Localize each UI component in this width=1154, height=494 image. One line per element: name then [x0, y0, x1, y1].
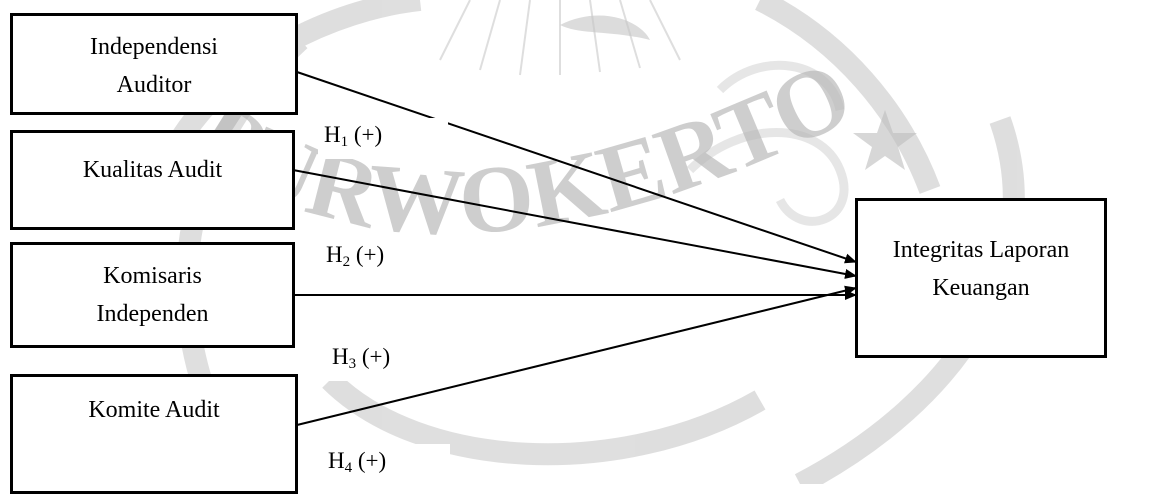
variable-box-integritas-laporan-keuangan: Integritas Laporan Keuangan: [855, 198, 1107, 358]
variable-label-line: Auditor: [116, 72, 192, 98]
variable-label-line: Komisaris: [103, 263, 202, 289]
variable-label-line: Kualitas Audit: [82, 157, 223, 183]
arrow-layer: [292, 71, 857, 426]
variable-label-line: Independensi: [90, 34, 218, 60]
arrow-h4: [296, 285, 857, 426]
variable-label-line: Komite Audit: [88, 397, 220, 423]
variable-box-komisaris-independen: Komisaris Independen: [10, 242, 295, 348]
variable-label-line: Independen: [96, 301, 209, 327]
arrow-h2: [292, 169, 857, 279]
variable-box-kualitas-audit: Kualitas Audit: [10, 130, 295, 230]
variable-box-independensi-auditor: Independensi Auditor: [10, 13, 298, 115]
hypothesis-label-h1: H1 (+): [318, 118, 448, 159]
arrow-h1: [296, 71, 857, 264]
hypothesis-label-h2: H2 (+): [320, 238, 450, 279]
variable-label-line: Keuangan: [932, 275, 1030, 301]
hypothesis-label-h4: H4 (+): [322, 444, 450, 484]
variable-label-line: Integritas Laporan: [892, 237, 1070, 263]
star-icon: [853, 110, 917, 170]
hypothesis-label-h3: H3 (+): [326, 340, 450, 381]
variable-box-komite-audit: Komite Audit: [10, 374, 298, 494]
